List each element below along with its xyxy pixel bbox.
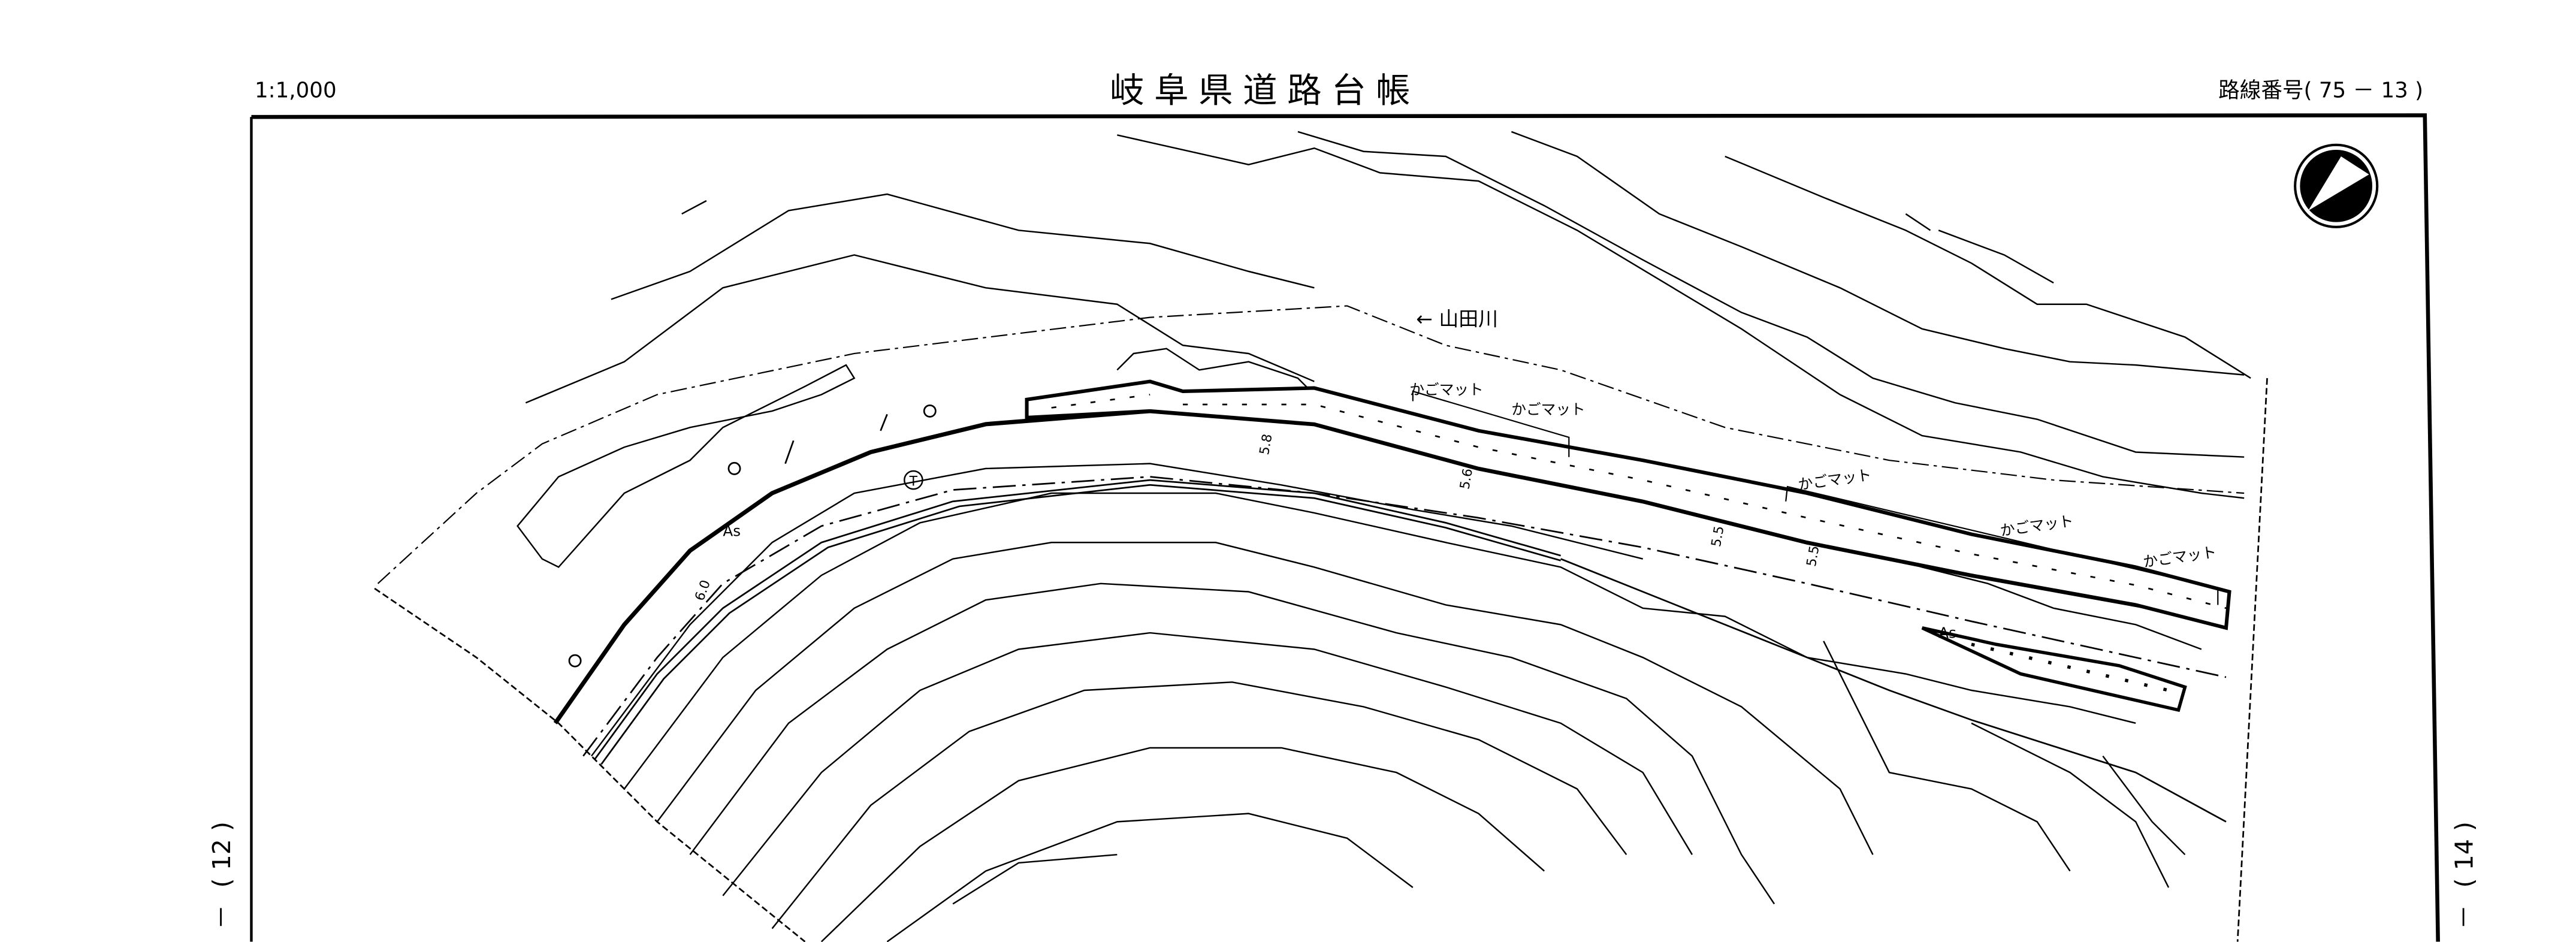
- utility-pole-icons: [568, 404, 937, 668]
- gabion-band: [1025, 379, 2231, 712]
- pavement-label: As: [1938, 624, 1956, 641]
- width-label: 5.5: [1709, 525, 1728, 548]
- frame-border: [251, 113, 2440, 942]
- gabion-label: かごマット: [2142, 543, 2218, 570]
- boundary-line: [374, 587, 806, 942]
- gabion-label: かごマット: [1409, 381, 1483, 398]
- river-label: ← 山田川: [1416, 307, 1498, 330]
- gabion-label: かごマット: [1797, 466, 1873, 494]
- gabion-lower: [1921, 626, 2187, 712]
- scale-label: 1:1,000: [255, 78, 337, 102]
- gabion-label: かごマット: [1511, 400, 1585, 418]
- route-number: 路線番号( 75 － 13 ): [2218, 78, 2423, 102]
- left-adjacent-sheet[interactable]: ( 12 ): [207, 822, 236, 888]
- gabion-label: かごマット: [1999, 512, 2074, 539]
- boundary-line: [2236, 378, 2268, 942]
- width-label: 5.5: [1804, 545, 1823, 568]
- road: [553, 409, 2227, 823]
- sheet-title: 岐阜県道路台帳: [1110, 70, 1420, 110]
- river-line: [377, 305, 2245, 584]
- left-dash: －: [207, 905, 236, 929]
- marker-circle: T: [904, 470, 923, 490]
- pavement-label: As: [723, 522, 741, 539]
- north-arrow-icon: [2294, 143, 2379, 228]
- right-dash: －: [2450, 905, 2478, 929]
- width-label: 5.6: [1457, 467, 1476, 491]
- marker-label: T: [909, 475, 918, 490]
- right-adjacent-sheet[interactable]: ( 14 ): [2450, 822, 2478, 888]
- width-label: 5.8: [1257, 433, 1276, 456]
- width-label: 6.0: [693, 578, 714, 603]
- contour-lines: [517, 131, 2251, 942]
